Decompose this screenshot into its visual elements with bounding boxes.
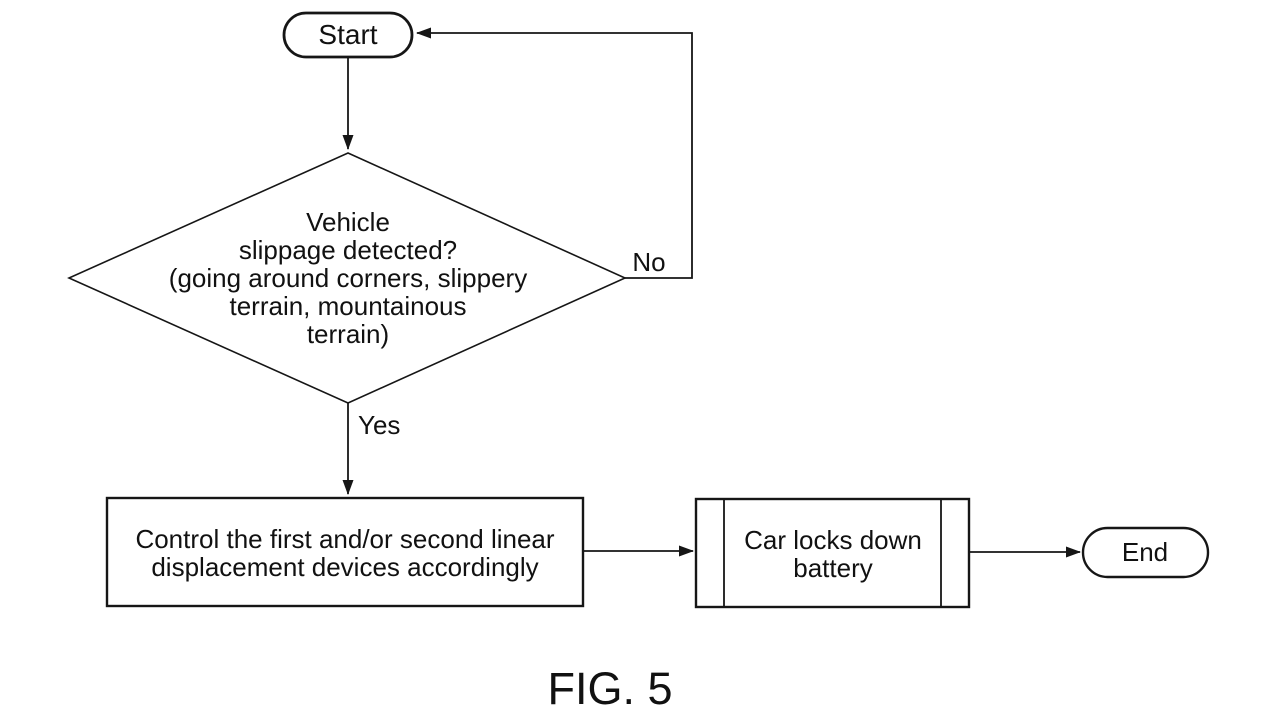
lock-process-line-1: Car locks down: [744, 525, 922, 555]
lock-predefined-process-shape: [694, 497, 971, 609]
yes-branch-label: Yes: [358, 410, 400, 440]
no-branch-label: No: [632, 247, 665, 277]
figure-caption: FIG. 5: [547, 663, 672, 714]
decision-text-line-4: terrain, mountainous: [229, 291, 466, 321]
end-label: End: [1122, 537, 1168, 567]
control-process-shape: [105, 496, 585, 608]
decision-text-line-5: terrain): [307, 319, 389, 349]
control-process-line-2: displacement devices accordingly: [151, 552, 538, 582]
end-terminator-shape: [1081, 526, 1210, 579]
decision-diamond-shape: [67, 152, 627, 404]
decision-text-line-2: slippage detected?: [239, 235, 457, 265]
start-label: Start: [318, 19, 377, 50]
edge-no-loop-to-start: [416, 27, 693, 279]
control-process-line-1: Control the first and/or second linear: [135, 524, 554, 554]
start-terminator-shape: [282, 11, 414, 59]
decision-text-line-3: (going around corners, slippery: [169, 263, 527, 293]
decision-text-line-1: Vehicle: [306, 207, 390, 237]
lock-process-line-2: battery: [793, 553, 873, 583]
